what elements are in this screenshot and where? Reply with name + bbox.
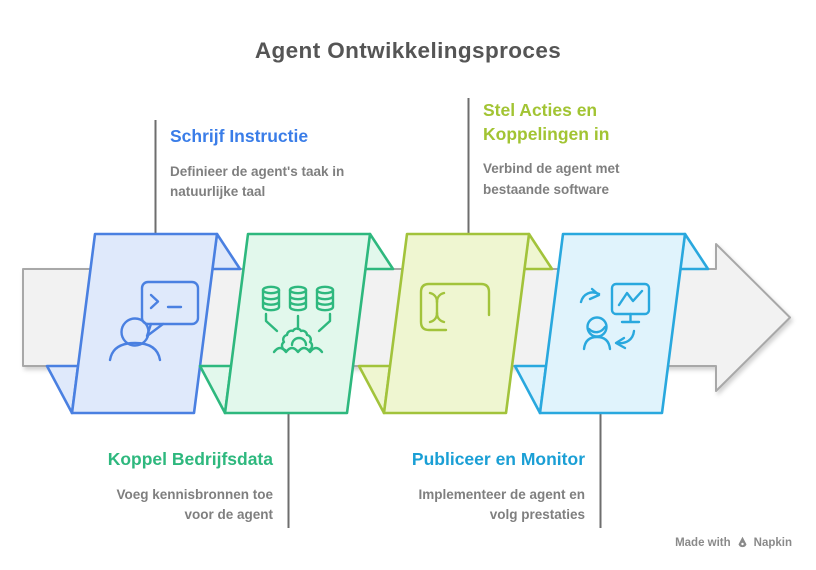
step-2-title: Koppel Bedrijfsdata [107, 449, 273, 469]
step-1-label: Schrijf Instructie Definieer de agent's … [170, 125, 362, 202]
window-cursor-icon [419, 282, 491, 332]
step-3-title: Stel Acties en Koppelingen in [483, 100, 610, 144]
step-2-description: Voeg kennisbronnen toe voor de agent [116, 486, 273, 522]
person-terminal-icon [108, 280, 200, 362]
monitor-sync-icon [579, 282, 651, 351]
step-1-description: Definieer de agent's taak in natuurlijke… [170, 163, 345, 199]
napkin-pen-icon [738, 536, 747, 548]
step-1-title: Schrijf Instructie [170, 126, 309, 146]
banner-step-4-body [538, 232, 687, 415]
step-2-label: Koppel Bedrijfsdata Voeg kennisbronnen t… [88, 448, 273, 525]
step-4-description: Implementeer de agent en volg prestaties [418, 486, 585, 522]
watermark-prefix: Made with [675, 536, 731, 549]
database-gear-icon [261, 285, 335, 354]
banner-step-3 [357, 232, 554, 415]
step-3-label: Stel Acties en Koppelingen in Verbind de… [483, 99, 633, 200]
watermark: Made with Napkin [675, 536, 792, 549]
connector-lines [154, 98, 602, 528]
banner-step-4 [513, 232, 710, 415]
watermark-brand: Napkin [753, 536, 792, 549]
step-3-description: Verbind de agent met bestaande software [483, 161, 620, 197]
page-title: Agent Ontwikkelingsproces [254, 38, 562, 63]
step-4-title: Publiceer en Monitor [411, 449, 585, 469]
banner-step-3-body [382, 232, 531, 415]
step-4-label: Publiceer en Monitor Implementeer de age… [395, 448, 585, 525]
